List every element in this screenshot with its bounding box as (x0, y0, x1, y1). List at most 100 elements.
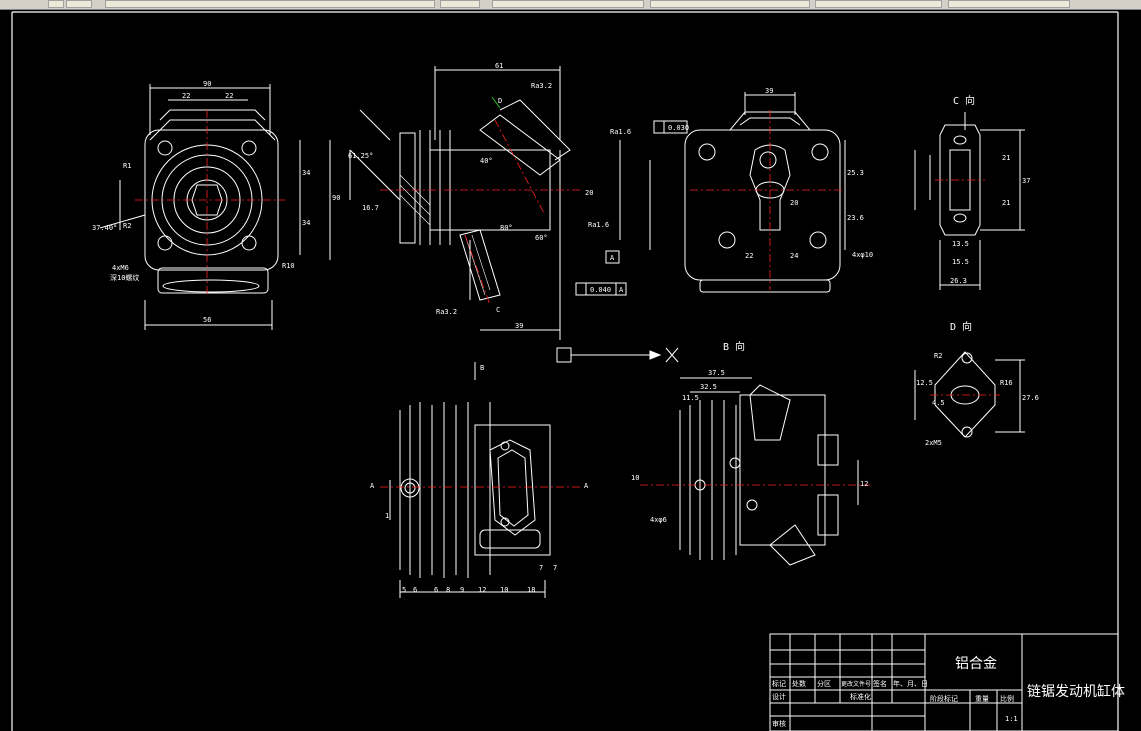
svg-text:21: 21 (1002, 154, 1010, 162)
svg-text:更改文件号: 更改文件号 (841, 680, 871, 688)
svg-text:0.040: 0.040 (590, 286, 611, 294)
drawing-canvas[interactable]: 90 22 22 56 34 34 90 37.40° R1 R2 R10 4x… (0, 9, 1141, 731)
plotstyle-dropdown[interactable] (948, 0, 1070, 8)
svg-text:重量: 重量 (975, 695, 989, 703)
svg-text:37.5: 37.5 (708, 369, 725, 377)
svg-text:比例: 比例 (1000, 694, 1014, 703)
svg-text:R2: R2 (934, 352, 942, 360)
svg-text:7: 7 (553, 564, 557, 572)
svg-text:4xM6: 4xM6 (112, 264, 129, 272)
svg-text:审核: 审核 (772, 719, 786, 728)
svg-text:61.25°: 61.25° (348, 152, 373, 160)
svg-text:6: 6 (413, 586, 417, 594)
front-view (99, 84, 331, 330)
svg-text:年、月、日: 年、月、日 (893, 679, 928, 688)
svg-text:A: A (584, 482, 589, 490)
svg-text:6: 6 (434, 586, 438, 594)
layer-dropdown[interactable] (105, 0, 435, 8)
svg-text:90: 90 (203, 80, 211, 88)
svg-text:18: 18 (527, 586, 535, 594)
linetype-icon[interactable] (440, 0, 480, 8)
svg-text:4xφ10: 4xφ10 (852, 251, 873, 259)
svg-text:9: 9 (460, 586, 464, 594)
view-c-dims: C 向 26.3 13.5 15.5 21 21 37 (950, 94, 1030, 285)
view-b-dims: B 向 37.5 32.5 11.5 10 12 4xφ6 (631, 340, 868, 524)
svg-text:R16: R16 (1000, 379, 1013, 387)
datum-a: A (605, 250, 620, 264)
material-label: 铝合金 (955, 656, 997, 672)
svg-text:39: 39 (765, 87, 773, 95)
svg-text:12.5: 12.5 (916, 379, 933, 387)
lineweight-dropdown[interactable] (815, 0, 942, 8)
svg-text:4xφ6: 4xφ6 (650, 516, 667, 524)
svg-text:签名: 签名 (873, 679, 887, 688)
front-view-dims: 90 22 22 56 34 34 90 37.40° R1 R2 R10 4x… (92, 80, 340, 324)
toolbar (0, 0, 1141, 10)
svg-text:标准化: 标准化 (850, 692, 871, 701)
svg-text:13.5: 13.5 (952, 240, 969, 248)
linetype-dropdown[interactable] (650, 0, 810, 8)
svg-text:A: A (370, 482, 375, 490)
svg-text:D: D (498, 97, 502, 105)
svg-text:56: 56 (203, 316, 211, 324)
tolerance-frame-flat: 0.030 (653, 120, 689, 134)
svg-text:24: 24 (790, 252, 798, 260)
svg-text:深10螺纹: 深10螺纹 (110, 273, 139, 282)
svg-text:D 向: D 向 (950, 320, 972, 333)
svg-text:23.6: 23.6 (847, 214, 864, 222)
drawing-border (11, 11, 1119, 731)
tolerance-frame-perp: 0.040 A (575, 282, 627, 296)
section-hatch (399, 174, 491, 296)
svg-text:0.030: 0.030 (668, 124, 689, 132)
svg-text:2xM5: 2xM5 (925, 439, 942, 447)
svg-text:Ra3.2: Ra3.2 (436, 308, 457, 316)
view-c (914, 112, 1025, 290)
scale-value: 1:1 (1005, 715, 1018, 723)
view-d-dims: D 向 R2 R16 12.5 27.6 4.5 2xM5 (916, 320, 1039, 447)
front-view-centerlines (135, 110, 285, 295)
svg-text:1: 1 (385, 512, 389, 520)
svg-text:90: 90 (332, 194, 340, 202)
view-b (679, 377, 859, 566)
svg-text:37: 37 (1022, 177, 1030, 185)
svg-text:处数: 处数 (792, 679, 806, 688)
svg-text:分区: 分区 (817, 679, 831, 688)
svg-text:21: 21 (1002, 199, 1010, 207)
svg-text:26.3: 26.3 (950, 277, 967, 285)
svg-text:A: A (610, 254, 615, 262)
svg-text:设计: 设计 (772, 692, 786, 701)
right-view-centerlines (690, 110, 845, 290)
svg-text:8: 8 (446, 586, 450, 594)
svg-text:标记: 标记 (772, 679, 786, 688)
svg-text:12: 12 (860, 480, 868, 488)
svg-text:C 向: C 向 (953, 94, 975, 107)
svg-text:25.3: 25.3 (847, 169, 864, 177)
svg-text:27.6: 27.6 (1022, 394, 1039, 402)
section-line-d (491, 96, 501, 109)
svg-text:11.5: 11.5 (682, 394, 699, 402)
svg-text:60°: 60° (535, 234, 548, 242)
layer-icon[interactable] (66, 0, 92, 8)
svg-text:22: 22 (182, 92, 190, 100)
view-d (914, 351, 1025, 438)
svg-text:15.5: 15.5 (952, 258, 969, 266)
svg-text:37.40°: 37.40° (92, 224, 117, 232)
svg-text:20: 20 (790, 199, 798, 207)
svg-text:80°: 80° (500, 224, 513, 232)
color-dropdown[interactable] (492, 0, 644, 8)
svg-text:61: 61 (495, 62, 503, 70)
section-dims: 61 39 61.25° 40° 80° 60° 16.7 20 D C Ra1… (348, 62, 631, 330)
drop-down-icon[interactable] (48, 0, 64, 8)
svg-text:34: 34 (302, 219, 310, 227)
view-arrow-b (556, 347, 679, 363)
svg-text:20: 20 (585, 189, 593, 197)
svg-text:22: 22 (225, 92, 233, 100)
svg-text:R2: R2 (123, 222, 131, 230)
svg-text:阶段标记: 阶段标记 (930, 694, 958, 703)
section-centerlines (380, 119, 580, 306)
title-block (769, 633, 1119, 731)
svg-text:32.5: 32.5 (700, 383, 717, 391)
svg-text:40°: 40° (480, 157, 493, 165)
svg-text:10: 10 (500, 586, 508, 594)
bottom-view-dims: 5 6 6 8 9 12 10 18 7 7 1 B A A (370, 364, 589, 594)
